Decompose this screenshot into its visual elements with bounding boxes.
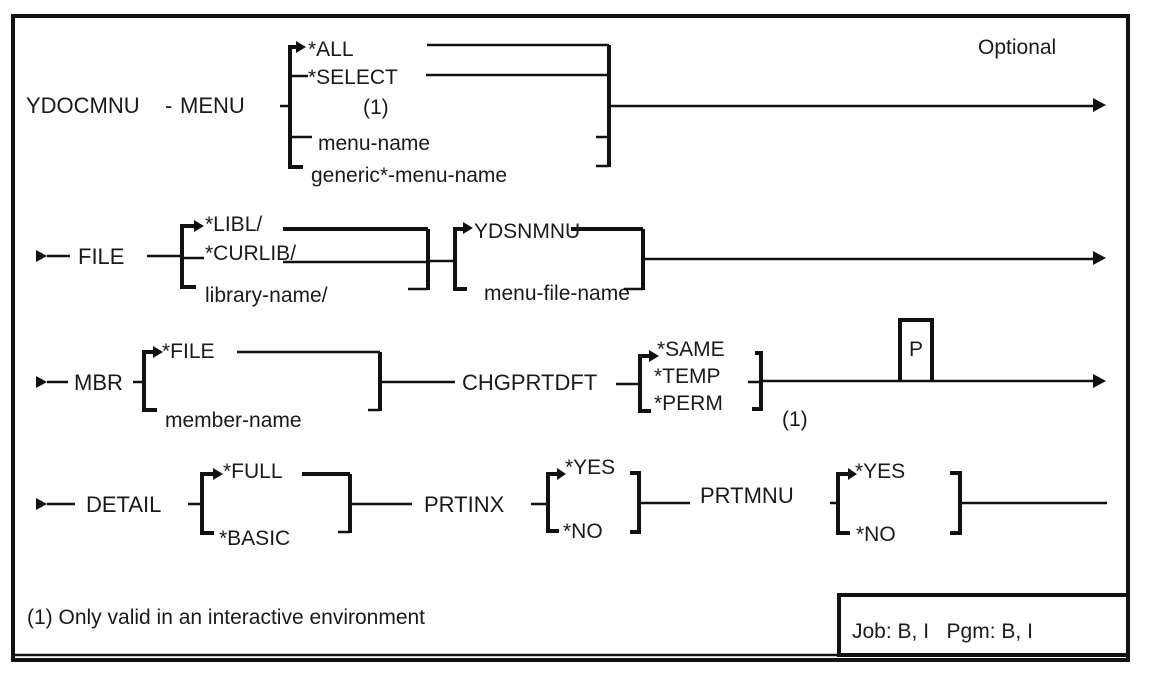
option-select: *SELECT [308,66,398,89]
option-menu-name: menu-name [318,132,430,155]
row-menu: YDOCMNU - MENU *ALL *SELECT (1) menu-nam… [26,38,1106,187]
positional-box [898,318,934,381]
default-arrow-icon [296,41,306,53]
option-curlib: *CURLIB/ [205,242,296,265]
footnote-text: (1) Only valid in an interactive environ… [27,606,425,629]
continue-arrow-icon [36,250,47,262]
option-temp: *TEMP [654,365,721,388]
right-bracket [950,471,962,535]
footnote-ref: (1) [782,408,808,431]
default-arrow-icon [463,222,473,234]
left-bracket [638,354,651,413]
option-ydsnmnu: YDSNMNU [474,220,580,243]
footnote-ref: (1) [363,96,389,119]
row-file: FILE *LIBL/ *CURLIB/ library-name/ YDSNM… [36,213,1106,307]
keyword-mbr: MBR [74,370,123,395]
environment-box [837,593,1130,657]
default-arrow-icon [557,468,566,480]
left-bracket [836,472,850,535]
diagram-frame [11,14,1130,662]
default-arrow-icon [649,350,659,362]
option-no: *NO [856,523,896,546]
option-all: *ALL [308,38,354,61]
command-separator: - [165,93,172,118]
option-full: *FULL [223,460,283,483]
right-bracket [630,471,641,534]
option-yes: *YES [565,456,615,479]
option-no: *NO [563,520,603,543]
continue-arrow-icon [1093,374,1106,388]
environment-text: Job: B, I Pgm: B, I [852,620,1033,643]
keyword-menu: MENU [180,93,245,118]
left-bracket [288,45,303,169]
keyword-file: FILE [78,244,124,269]
option-libl: *LIBL/ [205,213,262,236]
left-bracket [453,227,467,291]
continue-arrow-icon [1093,251,1106,265]
option-member-name: member-name [165,409,302,432]
keyword-detail: DETAIL [86,492,161,517]
left-bracket [180,224,196,289]
option-library-name: library-name/ [205,284,328,307]
option-generic-menu-name: generic*-menu-name [311,164,507,187]
row-mbr: MBR *FILE member-name CHGPRTDFT *SAME *T… [36,318,1106,432]
option-basic: *BASIC [219,527,290,550]
option-perm: *PERM [654,392,723,415]
default-arrow-icon [848,468,857,480]
default-arrow-icon [153,346,163,358]
option-same: *SAME [657,338,725,361]
command-name: YDOCMNU [26,93,140,118]
row-detail: DETAIL *FULL *BASIC PRTINX *YES *NO PRTM… [36,456,1107,550]
positional-marker: P [909,338,923,361]
keyword-chgprtdft: CHGPRTDFT [462,370,597,395]
left-bracket [546,472,559,533]
default-arrow-icon [194,220,204,232]
left-bracket [200,472,214,535]
continue-arrow-icon [36,376,47,388]
optional-label: Optional [978,36,1056,59]
continue-arrow-icon [1093,98,1106,112]
keyword-prtinx: PRTINX [424,492,505,517]
left-bracket [142,350,157,412]
option-yes: *YES [855,460,905,483]
option-menu-file-name: menu-file-name [484,282,630,305]
default-arrow-icon [213,468,223,480]
continue-arrow-icon [36,498,47,510]
keyword-prtmnu: PRTMNU [700,483,794,508]
option-file: *FILE [162,340,215,363]
